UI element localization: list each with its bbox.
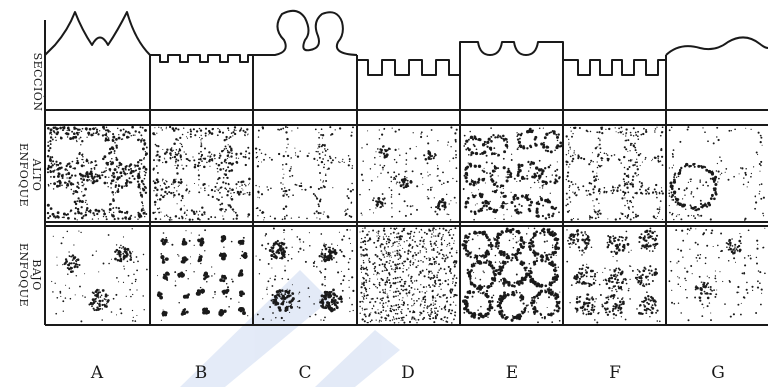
column-label-g: G <box>711 363 725 383</box>
profile-a <box>45 12 150 55</box>
texture-cell-e-low <box>461 228 560 324</box>
column-label-a: A <box>90 363 104 383</box>
texture-cell-b-high <box>152 126 251 221</box>
row-label-section: SECCIÓN <box>31 53 45 112</box>
column-label-f: F <box>609 363 621 383</box>
section-profiles <box>45 11 768 75</box>
row-label-low-focus-2: BAJO <box>30 259 43 290</box>
row-label-high-focus-2: ALTO <box>30 158 43 192</box>
grid-lines <box>45 20 768 325</box>
row-label-low-focus-1: ENFOQUE <box>17 243 30 307</box>
texture-cell-a-high <box>47 126 148 221</box>
profile-e <box>460 42 563 60</box>
texture-cell-a-low <box>51 228 148 322</box>
profile-f <box>563 60 666 75</box>
texture-cell-c-high <box>255 126 354 220</box>
texture-cell-b-low <box>157 229 248 321</box>
profile-g <box>666 37 768 55</box>
texture-cell-d-low <box>359 227 458 324</box>
texture-cell-d-high <box>359 126 458 220</box>
texture-cell-f-high <box>565 126 664 221</box>
column-label-b: B <box>195 363 208 383</box>
profile-d <box>357 60 460 75</box>
row-label-high-focus-1: ENFOQUE <box>17 143 30 207</box>
texture-cell-f-low <box>566 227 660 323</box>
texture-cells <box>47 126 766 324</box>
watermark <box>180 270 400 387</box>
column-labels: A B C D E F G <box>90 363 725 383</box>
profile-b <box>150 55 253 62</box>
row-labels: SECCIÓN ENFOQUE ALTO ENFOQUE BAJO <box>17 53 45 308</box>
column-label-e: E <box>506 363 518 383</box>
texture-cell-g-high <box>668 126 765 221</box>
column-label-d: D <box>401 363 415 383</box>
texture-cell-e-high <box>463 127 563 220</box>
column-label-c: C <box>298 363 311 383</box>
texture-cell-g-low <box>669 227 766 321</box>
profile-c <box>253 11 357 55</box>
